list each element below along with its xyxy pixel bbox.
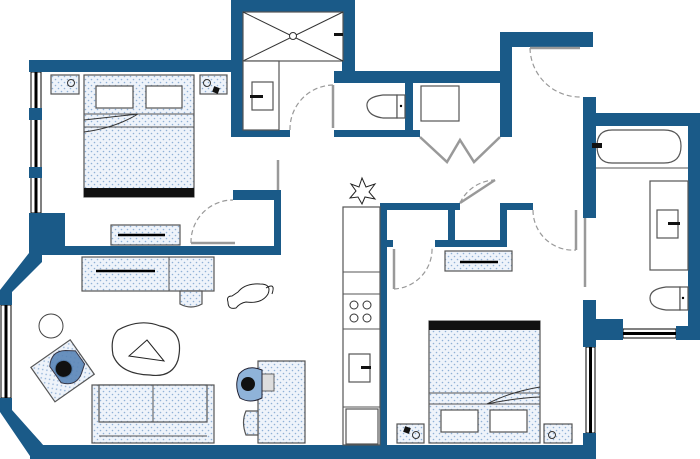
stove-icon [349, 300, 372, 323]
bed-icon [83, 74, 195, 198]
desk-icon [236, 360, 306, 444]
side-table-icon [38, 313, 64, 339]
kitchen-counter [342, 206, 381, 446]
plant-icon [348, 176, 377, 206]
closet-unit [420, 85, 460, 122]
dresser-icon [444, 250, 513, 272]
armchair-icon [30, 339, 96, 403]
sink-icon [649, 180, 689, 271]
nightstand-icon [396, 423, 573, 444]
dresser-icon [110, 224, 181, 246]
toilet-icon [649, 286, 689, 311]
nightstand-icon [50, 74, 228, 95]
toilet-icon [366, 94, 406, 119]
rug-icon [111, 322, 181, 377]
shower-icon [242, 11, 344, 62]
bathtub-icon [592, 129, 688, 169]
chair-icon [179, 290, 203, 308]
console-table-icon [81, 256, 215, 292]
chair-icon [242, 410, 259, 436]
doors [190, 46, 587, 290]
fridge-icon [345, 408, 379, 445]
cat-icon [227, 283, 274, 309]
bed-icon [428, 320, 541, 444]
sink-icon [242, 60, 280, 131]
sink-icon [348, 353, 371, 383]
sofa-icon [91, 384, 215, 444]
